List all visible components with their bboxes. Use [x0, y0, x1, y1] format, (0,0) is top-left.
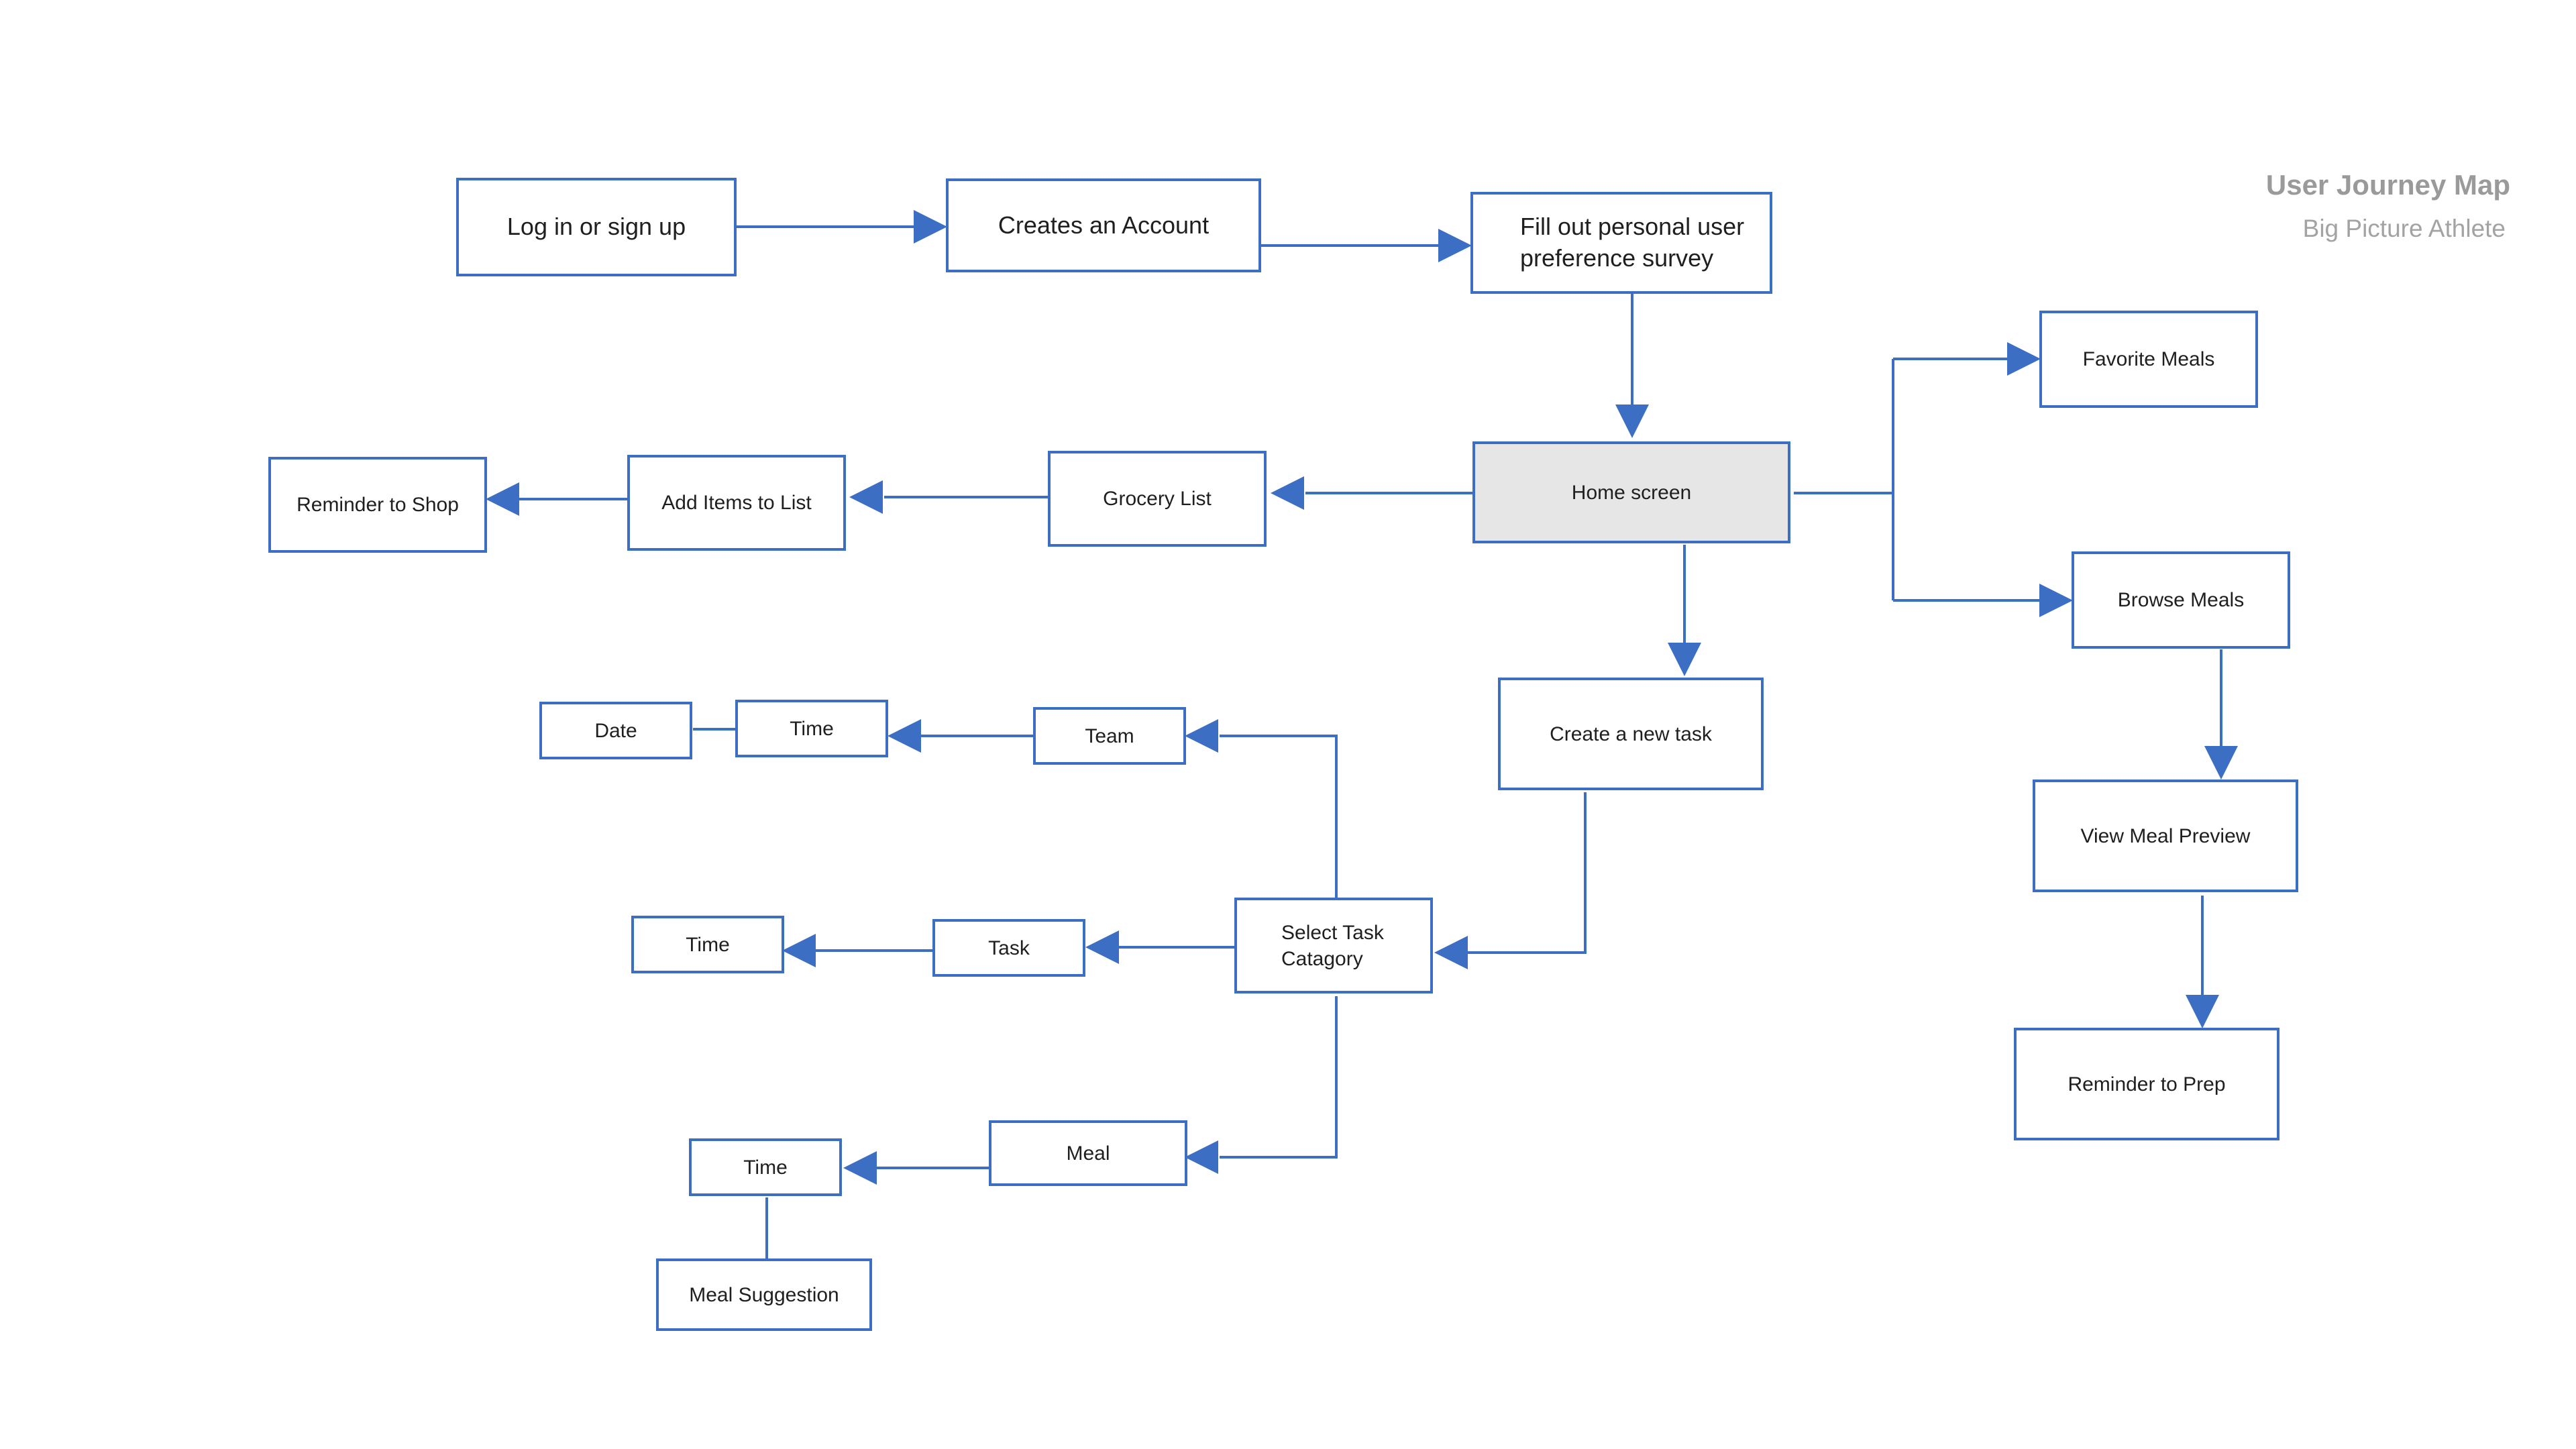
- arrowhead-account: [914, 210, 947, 244]
- node-team[interactable]: Team: [1033, 707, 1186, 765]
- node-login[interactable]: Log in or sign up: [456, 178, 737, 276]
- node-grocery-list[interactable]: Grocery List: [1048, 451, 1267, 547]
- node-task-time[interactable]: Time: [631, 916, 784, 973]
- arrowhead-select: [1434, 936, 1468, 969]
- arrowhead-preview: [2204, 746, 2238, 780]
- arrowhead-meal: [1185, 1140, 1218, 1174]
- node-reminder-prep[interactable]: Reminder to Prep: [2014, 1028, 2279, 1140]
- arrowhead-grocery: [1271, 476, 1304, 510]
- arrowhead-team: [1185, 719, 1218, 753]
- arrowhead-add: [849, 480, 883, 514]
- node-select-category[interactable]: Select Task Catagory: [1234, 898, 1433, 994]
- arrowhead-team-time: [888, 719, 921, 753]
- node-home-screen[interactable]: Home screen: [1472, 441, 1790, 543]
- node-browse-meals[interactable]: Browse Meals: [2072, 551, 2290, 649]
- node-survey[interactable]: Fill out personal user preference survey: [1470, 192, 1772, 294]
- arrowhead-home: [1615, 405, 1649, 438]
- arrowhead-browse: [2039, 584, 2073, 617]
- node-favorite-meals[interactable]: Favorite Meals: [2039, 311, 2258, 408]
- arrowhead-meal-time: [843, 1151, 877, 1185]
- node-add-items[interactable]: Add Items to List: [627, 455, 846, 551]
- arrowhead-favorite: [2007, 342, 2041, 376]
- node-meal-suggestion[interactable]: Meal Suggestion: [656, 1258, 872, 1331]
- node-date[interactable]: Date: [539, 702, 692, 759]
- arrowhead-shop: [486, 482, 519, 516]
- arrowhead-survey: [1438, 229, 1472, 262]
- node-view-meal-preview[interactable]: View Meal Preview: [2033, 780, 2298, 892]
- node-reminder-shop[interactable]: Reminder to Shop: [268, 457, 487, 553]
- node-task[interactable]: Task: [932, 919, 1085, 977]
- node-team-time[interactable]: Time: [735, 700, 888, 757]
- connector-select-meal: [1220, 996, 1338, 1159]
- arrowhead-prep: [2186, 995, 2219, 1028]
- node-meal-time[interactable]: Time: [689, 1138, 842, 1196]
- connector-select-team: [1220, 735, 1338, 900]
- arrowhead-task-time: [782, 934, 816, 967]
- arrowhead-create: [1668, 643, 1701, 676]
- diagram-title: User Journey Map: [2265, 169, 2510, 201]
- diagram-subtitle: Big Picture Athlete: [2302, 215, 2506, 242]
- arrowhead-task: [1085, 930, 1119, 964]
- node-create-account[interactable]: Creates an Account: [946, 178, 1261, 272]
- node-create-task[interactable]: Create a new task: [1498, 678, 1764, 790]
- node-meal[interactable]: Meal: [989, 1120, 1187, 1186]
- connector-create-select: [1468, 792, 1587, 954]
